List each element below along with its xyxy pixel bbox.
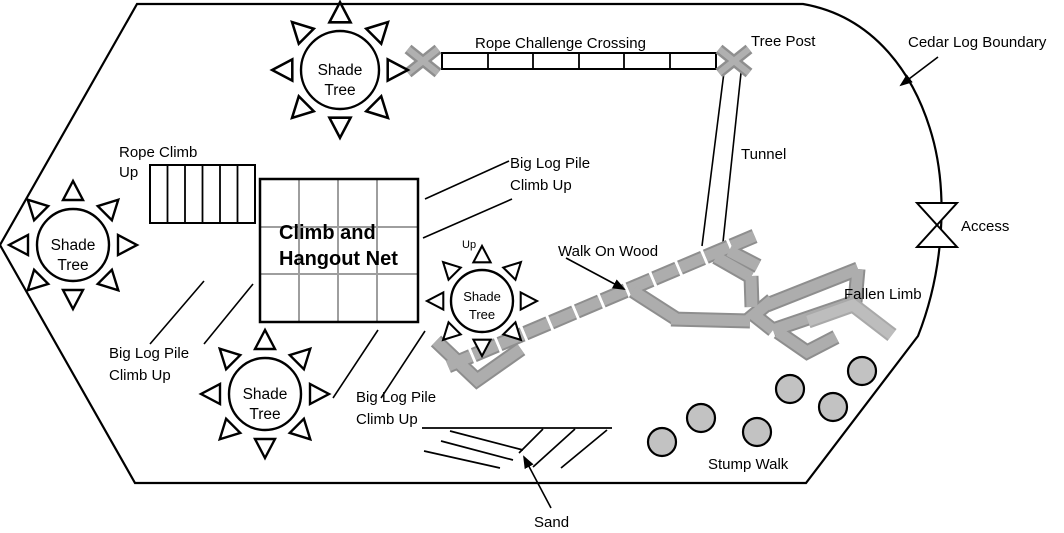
leader-line — [203, 283, 254, 345]
stump-walk-label: Stump Walk — [708, 456, 789, 473]
cedar-log-boundary-label: Cedar Log Boundary — [908, 34, 1047, 51]
shade-tree-label: Shade — [318, 62, 363, 79]
leader-line — [424, 160, 510, 200]
cedar-boundary-arrow — [899, 56, 939, 87]
leader-line — [422, 198, 513, 239]
stump — [846, 355, 878, 387]
big-log-pile-label: Big Log Pile — [356, 389, 436, 406]
shade-tree: Shade Tree — [425, 244, 539, 358]
stump — [774, 373, 806, 405]
sand-arrow — [523, 455, 552, 509]
stump-walk-circles — [646, 355, 878, 458]
rope-climb-label: Rope Climb — [119, 144, 197, 161]
shade-tree: Shade Tree — [199, 328, 331, 460]
tunnel-lines — [701, 71, 742, 247]
big-log-pile-label: Big Log Pile — [510, 155, 590, 172]
leader-lines — [149, 160, 513, 399]
walk-on-wood-label: Walk On Wood — [558, 243, 658, 260]
shade-tree-label: Tree — [249, 406, 280, 423]
rope-climb-ladder — [149, 164, 256, 224]
shade-tree-label: Shade — [51, 237, 96, 254]
shade-tree: Shade Tree — [7, 179, 139, 311]
shade-tree-label: Tree — [57, 257, 88, 274]
stump — [646, 426, 678, 458]
access-symbol — [914, 202, 960, 248]
sand-label: Sand — [534, 514, 569, 531]
net-label: Climb and — [279, 222, 376, 244]
up-note-label: Up — [462, 239, 476, 251]
tunnel-label: Tunnel — [741, 146, 786, 163]
net-label: Hangout Net — [279, 248, 398, 270]
leader-line — [332, 329, 379, 399]
leader-line — [149, 280, 205, 345]
big-log-pile-label: Climb Up — [356, 411, 418, 428]
walk-on-wood-arrow — [565, 257, 626, 290]
cedar-log-boundary-path — [0, 2, 943, 485]
climb-hangout-net — [258, 177, 420, 324]
shade-tree-label: Shade — [243, 386, 288, 403]
shade-tree-label: Shade — [463, 289, 501, 304]
fallen-limb-shape — [805, 296, 897, 341]
x-marker-left — [404, 44, 442, 78]
leader-line — [380, 330, 426, 399]
rope-challenge-crossing-label: Rope Challenge Crossing — [475, 35, 646, 52]
access-label: Access — [961, 218, 1009, 235]
stump — [817, 391, 849, 423]
big-log-pile-label: Climb Up — [510, 177, 572, 194]
shade-tree-label: Tree — [324, 82, 355, 99]
tree-post-label: Tree Post — [751, 33, 816, 50]
x-marker-tree-post — [715, 44, 753, 78]
stump — [741, 416, 773, 448]
shade-tree: Shade Tree — [270, 0, 410, 140]
fallen-limb-label: Fallen Limb — [844, 286, 922, 303]
big-log-pile-label: Big Log Pile — [109, 345, 189, 362]
shade-tree-label: Tree — [469, 307, 495, 322]
big-log-pile-label: Climb Up — [109, 367, 171, 384]
stump — [685, 402, 717, 434]
sand-hatch — [422, 427, 612, 469]
rope-challenge-crossing-bar — [441, 52, 717, 70]
rope-climb-label: Up — [119, 164, 138, 181]
